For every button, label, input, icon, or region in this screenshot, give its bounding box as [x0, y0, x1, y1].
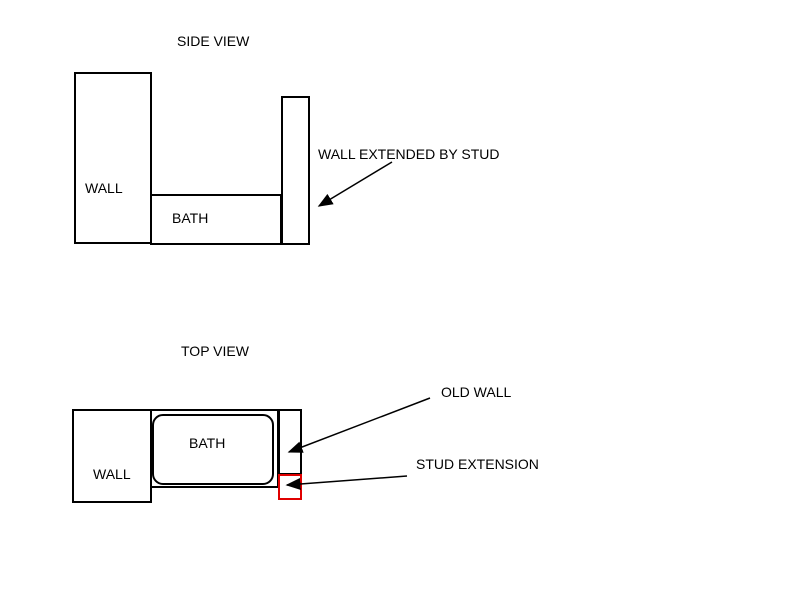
top-wall [72, 409, 152, 503]
side-arrow [317, 161, 393, 207]
side-view-title: SIDE VIEW [177, 33, 250, 49]
top-bath-label: BATH [189, 435, 225, 451]
side-bath-label: BATH [172, 210, 208, 226]
old-wall-arrow [287, 397, 431, 453]
side-wall [74, 72, 152, 244]
stud-annotation: STUD EXTENSION [416, 456, 539, 472]
stud-arrow [285, 475, 408, 490]
side-wall-label: WALL [85, 180, 123, 196]
top-wall-label: WALL [93, 466, 131, 482]
top-stud-extension [278, 474, 302, 500]
side-stud-wall [281, 96, 310, 245]
top-view-title: TOP VIEW [181, 343, 250, 359]
side-annotation: WALL EXTENDED BY STUD [318, 146, 500, 162]
side-bath [150, 194, 282, 245]
top-old-wall [278, 409, 302, 475]
top-bath-tub [152, 414, 274, 485]
old-wall-annotation: OLD WALL [441, 384, 511, 400]
